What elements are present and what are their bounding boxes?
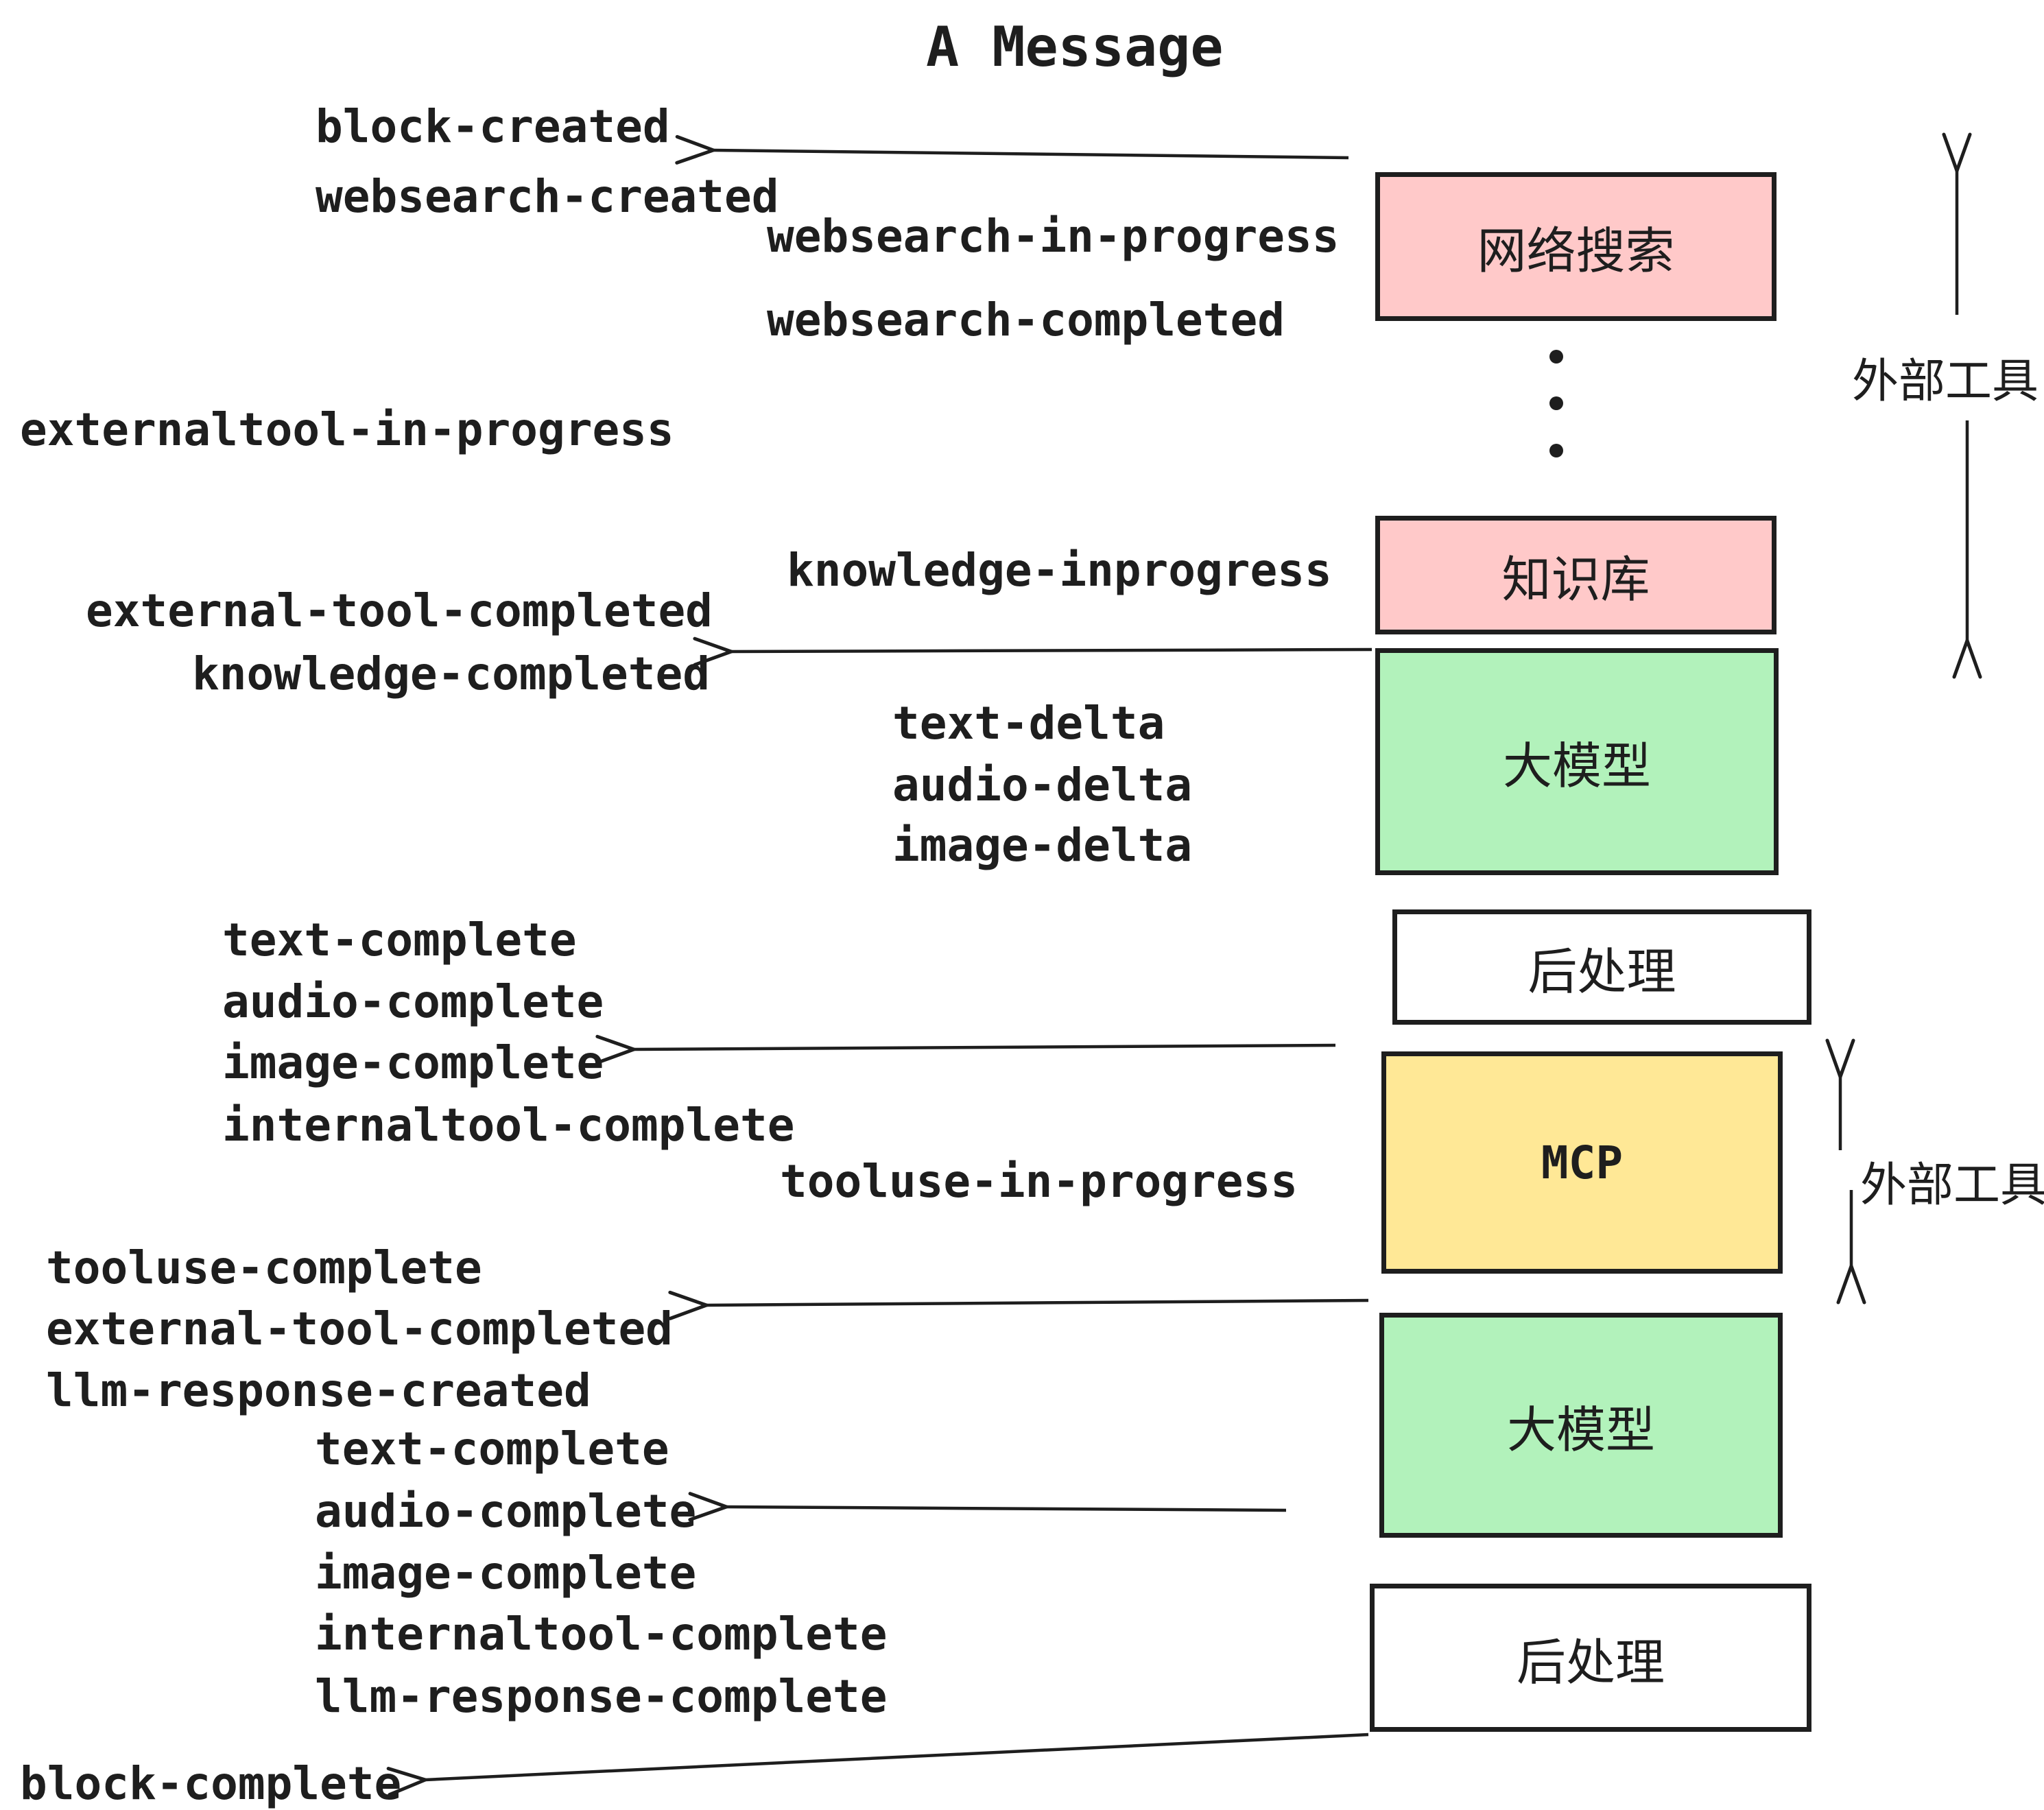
arrow-websearch-created-left — [713, 150, 1349, 158]
arrow-internal-complete-left — [634, 1045, 1336, 1049]
ellipsis-dots-icon — [1549, 350, 1563, 457]
box-knowledge: 知识库 — [1375, 516, 1776, 634]
event-label-internaltool-complete-1: internaltool-complete — [222, 1099, 795, 1152]
event-label-image-complete-1: image-complete — [222, 1036, 604, 1089]
event-label-websearch-created: websearch-created — [316, 170, 779, 223]
event-label-llm-response-created: llm-response-created — [46, 1364, 591, 1417]
box-llm-1: 大模型 — [1375, 648, 1779, 875]
event-label-websearch-in-progress: websearch-in-progress — [767, 210, 1340, 263]
box-llm-2: 大模型 — [1379, 1313, 1783, 1538]
arrow-knowledge-completed-left — [731, 650, 1372, 652]
event-label-externaltool-in-progress: externaltool-in-progress — [20, 403, 674, 456]
event-label-knowledge-completed: knowledge-completed — [192, 647, 710, 700]
external-tools-label-1: 外部工具 — [1852, 355, 2039, 407]
event-label-audio-complete-2: audio-complete — [315, 1485, 697, 1538]
event-label-tooluse-complete: tooluse-complete — [46, 1241, 482, 1294]
arrow-block-complete-left — [425, 1732, 1369, 1780]
external-tools-label-2: 外部工具 — [1860, 1159, 2044, 1211]
event-label-audio-delta-1: audio-delta — [892, 759, 1193, 811]
event-label-text-complete-2: text-complete — [315, 1422, 669, 1475]
event-label-block-complete: block-complete — [20, 1757, 402, 1810]
event-label-knowledge-inprogress: knowledge-inprogress — [787, 544, 1332, 597]
box-mcp: MCP — [1381, 1051, 1783, 1274]
arrow-llm2-complete-left — [726, 1507, 1287, 1510]
event-label-text-delta-1: text-delta — [892, 697, 1165, 750]
event-label-websearch-completed: websearch-completed — [767, 294, 1285, 346]
event-label-external-tool-completed-1: external-tool-completed — [86, 584, 713, 637]
event-label-image-complete-2: image-complete — [315, 1547, 697, 1599]
box-postprocess-2: 后处理 — [1370, 1584, 1811, 1732]
event-label-block-created: block-created — [316, 100, 670, 153]
box-postprocess-1: 后处理 — [1392, 909, 1811, 1025]
box-websearch: 网络搜索 — [1375, 172, 1776, 321]
event-label-tooluse-in-progress: tooluse-in-progress — [780, 1155, 1298, 1208]
event-label-internaltool-complete-2: internaltool-complete — [315, 1608, 888, 1660]
event-label-llm-response-complete: llm-response-complete — [315, 1670, 888, 1723]
event-label-audio-complete-1: audio-complete — [222, 975, 604, 1028]
event-label-image-delta-1: image-delta — [892, 819, 1193, 872]
arrow-tooluse-complete-left — [706, 1300, 1369, 1305]
event-label-external-tool-completed-2: external-tool-completed — [46, 1302, 673, 1355]
event-label-text-complete-1: text-complete — [222, 914, 577, 966]
page-title: A Message — [926, 15, 1224, 79]
